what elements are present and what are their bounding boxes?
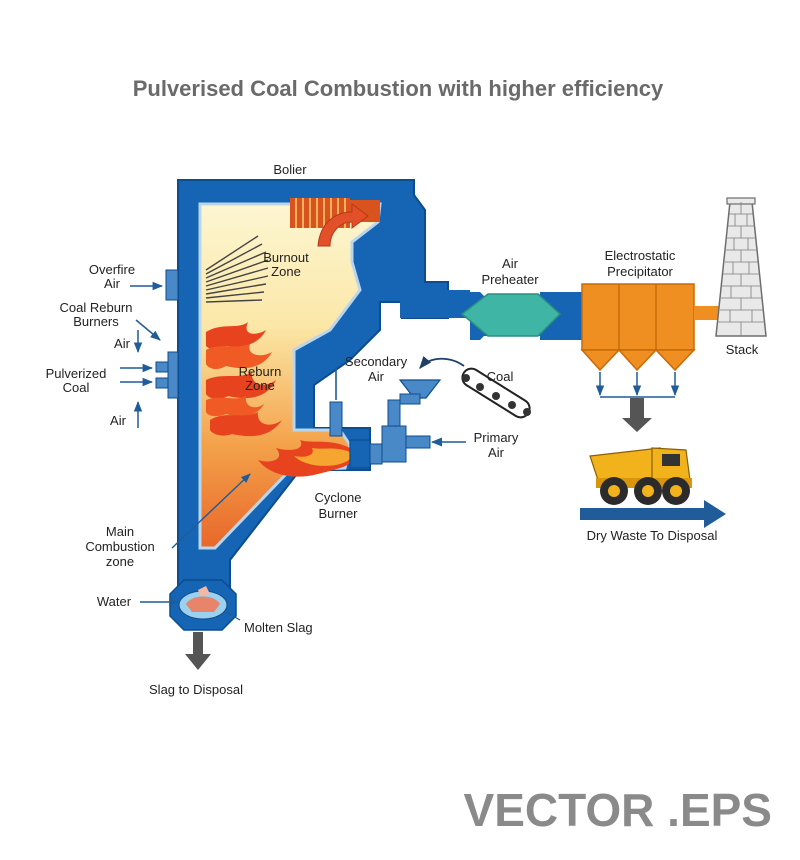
label-primary-2: Air [488,445,505,460]
label-secondary-1: Secondary [345,354,408,369]
label-main-comb-2: Combustion [85,539,154,554]
input-arrows [120,281,164,428]
label-molten-slag: Molten Slag [244,620,313,635]
label-reburn-zone-2: Zone [245,378,275,393]
label-stack: Stack [726,342,759,357]
electrostatic-precipitator [580,283,696,372]
label-secondary-2: Air [368,369,385,384]
label-overfire-2: Air [104,276,121,291]
label-coal-reburn-2: Burners [73,314,119,329]
slag-tap [169,579,237,631]
coal-hopper [398,379,442,399]
label-burnout-zone-1: Burnout [263,250,309,265]
coal-conveyor [461,367,531,419]
hopper-outlet-arrows [595,372,680,398]
air-preheater [460,293,562,337]
dump-truck-icon [589,447,692,505]
label-pulverized-2: Coal [63,380,90,395]
watermark-text: VECTOR .EPS [464,784,772,836]
label-water: Water [97,594,132,609]
cyclone-burner [329,399,431,469]
label-cyclone-2: Burner [318,506,358,521]
down-arrow-icon [622,398,652,432]
label-air-preheater-1: Air [502,256,519,271]
label-esp-1: Electrostatic [605,248,676,263]
label-main-comb-1: Main [106,524,134,539]
cyclone-flame [258,440,350,477]
stack-chimney [715,197,767,337]
label-burnout-zone-2: Zone [271,264,301,279]
label-slag-disposal: Slag to Disposal [149,682,243,697]
molten-slag-pointer [225,611,241,621]
label-air-bottom: Air [110,413,127,428]
burnout-rays [205,235,269,303]
label-cyclone-1: Cyclone [315,490,362,505]
label-primary-1: Primary [474,430,519,445]
label-reburn-zone-1: Reburn [239,364,282,379]
main-zone-pointer [171,473,251,549]
label-pulverized-1: Pulverized [46,366,107,381]
label-coal-reburn-1: Coal Reburn [60,300,133,315]
label-overfire-1: Overfire [89,262,135,277]
label-esp-2: Precipitator [607,264,673,279]
reburn-flames [206,322,282,437]
label-boiler: Bolier [273,162,307,177]
coal-feed-arrow [419,356,465,369]
diagram-title: Pulverised Coal Combustion with higher e… [133,76,664,101]
slag-down-arrow-icon [185,632,211,670]
label-dry-waste: Dry Waste To Disposal [587,528,718,543]
label-coal: Coal [487,369,514,384]
dry-waste-arrow-icon [580,500,726,528]
hopper-pipe [399,393,421,405]
label-air-preheater-2: Preheater [481,272,539,287]
burnout-tubes [290,198,380,247]
burner-ports [155,269,179,399]
label-main-comb-3: zone [106,554,134,569]
label-air-top: Air [114,336,131,351]
